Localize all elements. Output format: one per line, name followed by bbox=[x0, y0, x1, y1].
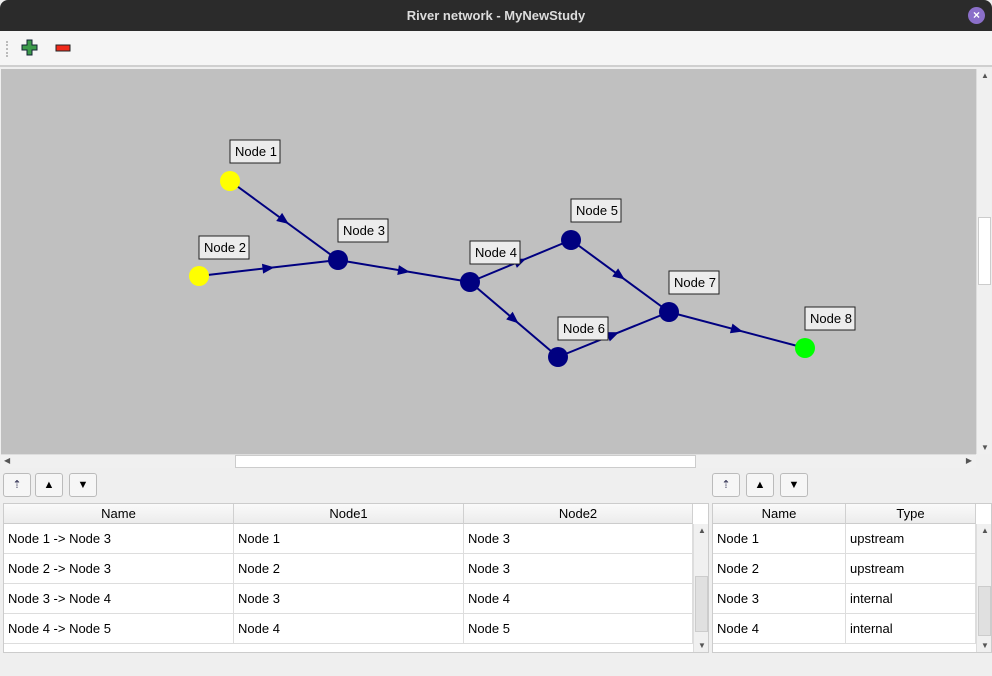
vertical-scroll-thumb[interactable] bbox=[978, 217, 991, 285]
edge-arrow bbox=[506, 311, 519, 324]
column-header-node1[interactable]: Node1 bbox=[234, 504, 464, 524]
horizontal-scroll-thumb[interactable] bbox=[235, 455, 696, 468]
toolbar-grip[interactable] bbox=[6, 41, 9, 57]
node-label-box bbox=[198, 235, 250, 260]
node-label-box bbox=[337, 218, 389, 243]
edges-move-down-button[interactable]: ▼ bbox=[69, 473, 97, 497]
table-cell[interactable]: upstream bbox=[846, 524, 976, 554]
table-cell[interactable]: Node 3 -> Node 4 bbox=[4, 584, 234, 614]
plus-icon bbox=[21, 39, 38, 56]
status-bar bbox=[0, 653, 992, 676]
table-cell[interactable]: Node 3 bbox=[464, 554, 693, 584]
sort-icon: ⇡ bbox=[12, 479, 22, 491]
sort-icon: ⇡ bbox=[721, 479, 731, 491]
node-circle[interactable] bbox=[220, 171, 240, 191]
node-label-box bbox=[229, 139, 281, 164]
arrow-up-icon: ▲ bbox=[754, 479, 766, 491]
node-circle[interactable] bbox=[328, 250, 348, 270]
edge-arrow bbox=[606, 332, 620, 342]
minus-icon bbox=[55, 44, 71, 52]
column-header-name[interactable]: Name bbox=[713, 504, 846, 524]
node-label-box bbox=[469, 240, 521, 265]
node-label-box bbox=[570, 198, 622, 223]
node-label: Node 5 bbox=[576, 203, 618, 218]
edges-table-scrollbar[interactable]: ▲ ▼ bbox=[693, 524, 708, 652]
window-title: River network - MyNewStudy bbox=[406, 8, 586, 23]
scroll-thumb[interactable] bbox=[978, 586, 991, 636]
table-cell[interactable]: upstream bbox=[846, 554, 976, 584]
toolbar bbox=[0, 31, 992, 67]
node-label: Node 3 bbox=[343, 223, 385, 238]
remove-node-button[interactable] bbox=[55, 39, 75, 57]
table-cell[interactable]: Node 3 bbox=[234, 584, 464, 614]
nodes-table-scrollbar[interactable]: ▲ ▼ bbox=[976, 524, 991, 652]
table-cell[interactable]: Node 2 bbox=[234, 554, 464, 584]
column-header-type[interactable]: Type bbox=[846, 504, 976, 524]
scroll-thumb[interactable] bbox=[695, 576, 708, 632]
column-header-name[interactable]: Name bbox=[4, 504, 234, 524]
nodes-sort-button[interactable]: ⇡ bbox=[712, 473, 740, 497]
node-label-box bbox=[668, 270, 720, 295]
node-circle[interactable] bbox=[561, 230, 581, 250]
node-label: Node 8 bbox=[810, 311, 852, 326]
node-label-box bbox=[557, 316, 609, 341]
title-bar: River network - MyNewStudy × bbox=[0, 0, 992, 31]
edge-arrow bbox=[261, 263, 275, 274]
node-label: Node 1 bbox=[235, 144, 277, 159]
table-cell[interactable]: Node 1 -> Node 3 bbox=[4, 524, 234, 554]
node-label-box bbox=[804, 306, 856, 331]
nodes-move-up-button[interactable]: ▲ bbox=[746, 473, 774, 497]
canvas-vertical-scrollbar[interactable]: ▲ ▼ bbox=[976, 69, 991, 454]
node-circle[interactable] bbox=[460, 272, 480, 292]
node-label: Node 4 bbox=[475, 245, 517, 260]
node-circle[interactable] bbox=[659, 302, 679, 322]
add-node-button[interactable] bbox=[21, 39, 41, 57]
table-cell[interactable]: Node 5 bbox=[464, 614, 693, 644]
arrow-down-icon: ▼ bbox=[788, 479, 800, 491]
network-graph[interactable]: Node 1 Node 2 Node 3 Node 4 Node 5 Node 6 Node… bbox=[1, 69, 976, 454]
table-cell[interactable]: Node 1 bbox=[713, 524, 846, 554]
table-cell[interactable]: Node 4 bbox=[464, 584, 693, 614]
nodes-move-down-button[interactable]: ▼ bbox=[780, 473, 808, 497]
table-cell[interactable]: Node 2 bbox=[713, 554, 846, 584]
network-canvas[interactable]: Node 1 Node 2 Node 3 Node 4 Node 5 Node 6 Node… bbox=[1, 69, 976, 454]
edges-move-up-button[interactable]: ▲ bbox=[35, 473, 63, 497]
node-label: Node 7 bbox=[674, 275, 716, 290]
close-button[interactable]: × bbox=[968, 7, 985, 24]
table-cell[interactable]: Node 3 bbox=[464, 524, 693, 554]
canvas-horizontal-scrollbar[interactable]: ◀ ▶ bbox=[1, 454, 976, 468]
node-label: Node 6 bbox=[563, 321, 605, 336]
edge-arrow bbox=[397, 265, 410, 275]
node-circle[interactable] bbox=[548, 347, 568, 367]
arrow-up-icon: ▲ bbox=[43, 479, 55, 491]
node-circle[interactable] bbox=[189, 266, 209, 286]
arrow-down-icon: ▼ bbox=[77, 479, 89, 491]
column-header-node2[interactable]: Node2 bbox=[464, 504, 693, 524]
node-circle[interactable] bbox=[795, 338, 815, 358]
edges-sort-button[interactable]: ⇡ bbox=[3, 473, 31, 497]
table-cell[interactable]: Node 4 bbox=[234, 614, 464, 644]
table-cell[interactable]: Node 4 bbox=[713, 614, 846, 644]
table-cell[interactable]: internal bbox=[846, 584, 976, 614]
table-cell[interactable]: Node 3 bbox=[713, 584, 846, 614]
table-cell[interactable]: Node 2 -> Node 3 bbox=[4, 554, 234, 584]
table-cell[interactable]: Node 1 bbox=[234, 524, 464, 554]
table-cell[interactable]: internal bbox=[846, 614, 976, 644]
node-label: Node 2 bbox=[204, 240, 246, 255]
edge-arrow bbox=[276, 212, 289, 225]
edge-arrow bbox=[612, 268, 625, 280]
edge-arrow bbox=[729, 323, 743, 334]
table-cell[interactable]: Node 4 -> Node 5 bbox=[4, 614, 234, 644]
